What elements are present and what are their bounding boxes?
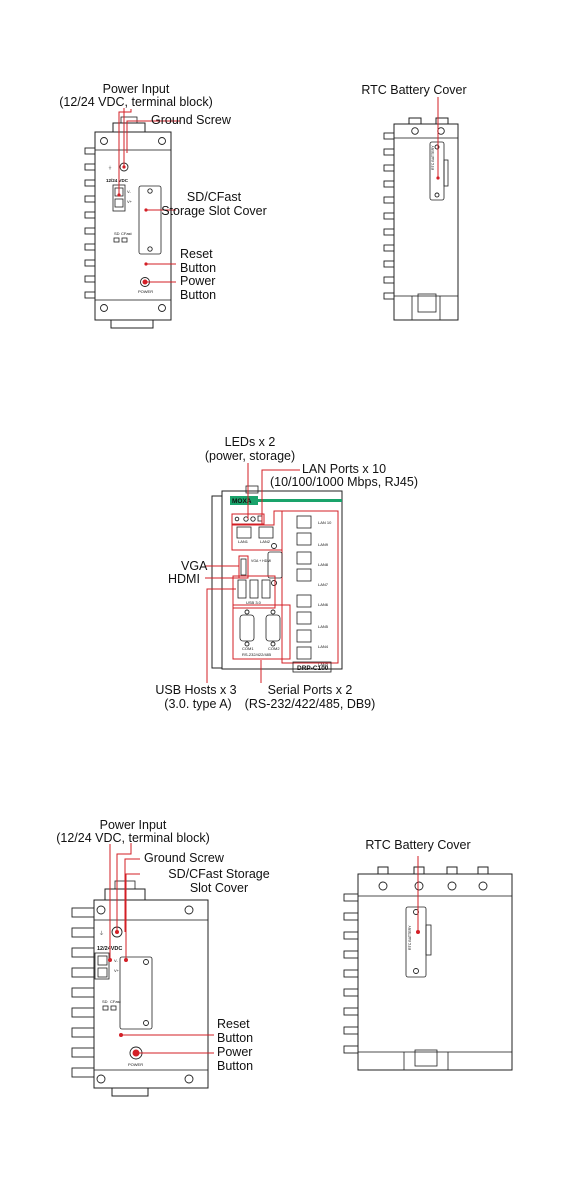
s1-rtc-battery-text: RTC BATTERY (431, 145, 435, 170)
s2-lan-l2: (10/100/1000 Mbps, RJ45) (270, 475, 418, 489)
s1-vdc-label: 12/24 VDC (106, 178, 129, 183)
s2-vga-hdmi: VGA + HDMI (251, 559, 271, 563)
s1-cfast-text: CFast (121, 231, 133, 236)
s3-front-leaders (109, 843, 214, 1054)
usb-port (237, 579, 247, 599)
s3-sd-l2: Slot Cover (190, 881, 248, 895)
s2-model: DRP-C100 (297, 665, 329, 672)
s1-ground-screw: Ground Screw (151, 113, 232, 127)
screw-icon (100, 137, 108, 145)
s2-brand: MOXA (232, 498, 252, 505)
s3-front-fins (71, 907, 95, 1078)
s1-side-fins (383, 132, 395, 300)
usb-port (249, 579, 259, 599)
s2-com1: COM1 (242, 646, 254, 651)
s3-ground-screw: Ground Screw (144, 851, 225, 865)
s3-sd-text: SD (102, 999, 108, 1004)
s2-lan-l1: LAN Ports x 10 (302, 462, 386, 476)
screw-icon (158, 137, 166, 145)
brand-stripe (258, 499, 342, 502)
s1-reset-l1: Reset (180, 247, 213, 261)
com2-port (265, 614, 281, 642)
s2-lan7: LAN7 (318, 582, 329, 587)
s1-power-input-l2: (12/24 VDC, terminal block) (59, 95, 213, 109)
s1-power-l2: Button (180, 288, 216, 302)
usb-port (261, 579, 271, 599)
s2-lan4: LAN4 (318, 644, 329, 649)
ground-symbol: ⏚ (99, 930, 104, 937)
s2-leaders (205, 463, 300, 683)
s2-lan10: LAN 10 (318, 520, 332, 525)
s3-front-device: ⏚ 12/24VDC V- V+ SD CFast POWER (71, 880, 209, 1097)
s3-reset-l2: Button (217, 1031, 253, 1045)
terminal-block (94, 952, 110, 980)
com-highlight (232, 604, 291, 660)
s2-com2: COM2 (268, 646, 280, 651)
s1-power-text: POWER (138, 289, 153, 294)
s2-lan9: LAN9 (318, 542, 329, 547)
s1-sd-text: SD (114, 231, 120, 236)
s2-serial-l2: (RS-232/422/485, DB9) (245, 697, 376, 711)
s3-power-l1: Power (217, 1045, 252, 1059)
s3-rtc-label: RTC Battery Cover (365, 838, 470, 852)
s2-lan8: LAN8 (318, 562, 329, 567)
usb-highlight (232, 575, 276, 609)
s1-rtc-label: RTC Battery Cover (361, 83, 466, 97)
sd-slot-cover (138, 185, 162, 255)
model-plate (292, 661, 332, 673)
s3-vminus: V- (114, 958, 118, 963)
moxa-logo (230, 496, 258, 505)
s2-usb-l1: USB Hosts x 3 (155, 683, 236, 697)
s3-reset-l1: Reset (217, 1017, 250, 1031)
s2-lan3: LAN3 (318, 662, 329, 667)
s3-vplus: V+ (114, 968, 120, 973)
s2-lan1: LAN1 (238, 539, 249, 544)
s3-power-input-l2: (12/24 VDC, terminal block) (56, 831, 210, 845)
s2-lan5: LAN5 (318, 624, 329, 629)
s1-front-fins (84, 147, 96, 299)
sd-slot-cover (119, 956, 153, 1030)
s1-sd-l2: Storage Slot Cover (161, 204, 267, 218)
s1-power-l1: Power (180, 274, 215, 288)
s3-side-fins (343, 893, 359, 1054)
s1-power-input-l1: Power Input (103, 82, 170, 96)
s3-power-text: POWER (128, 1062, 143, 1067)
s1-front-labels: Power Input (12/24 VDC, terminal block) … (59, 82, 267, 302)
s3-front-labels: Power Input (12/24 VDC, terminal block) … (56, 818, 270, 1073)
lan-highlight (281, 510, 339, 664)
screw-icon (158, 304, 166, 312)
com1-port (239, 614, 255, 642)
s2-rs: RS-232/422/485 (242, 652, 272, 657)
s2-usb30: USB 3.0 (246, 600, 262, 605)
s1-front-leaders (118, 108, 180, 283)
s2-leds-l2: (power, storage) (205, 449, 295, 463)
s3-power-input-l1: Power Input (100, 818, 167, 832)
s3-rtc-battery-text: RTC BATTERY (408, 925, 412, 950)
s2-lan-column: LAN 10 LAN9 LAN8 LAN7 LAN6 LAN5 LAN4 LAN… (296, 515, 332, 667)
hdmi-port (238, 555, 249, 579)
s1-vplus: V+ (127, 199, 133, 204)
s2-leds-l1: LEDs x 2 (225, 435, 276, 449)
s2-usb-l2: (3.0. type A) (164, 697, 231, 711)
s2-lan6: LAN6 (318, 602, 329, 607)
s3-power-l2: Button (217, 1059, 253, 1073)
s3-sd-l1: SD/CFast Storage (168, 867, 269, 881)
s2-io-device: MOXA LAN1 LAN2 LAN 10 LAN9 LAN8 LAN7 LAN… (211, 485, 343, 673)
s3-cfast-text: CFast (110, 999, 122, 1004)
s2-vga: VGA (181, 559, 208, 573)
screw-icon (100, 304, 108, 312)
s2-labels: LEDs x 2 (power, storage) LAN Ports x 10… (155, 435, 418, 711)
s2-lan2: LAN2 (260, 539, 271, 544)
s3-side-device: RTC BATTERY (343, 866, 513, 1071)
s1-vminus: V- (127, 189, 131, 194)
s1-reset-l2: Button (180, 261, 216, 275)
s2-serial-l1: Serial Ports x 2 (268, 683, 353, 697)
s1-sd-l1: SD/CFast (187, 190, 242, 204)
led-power (234, 516, 240, 522)
s1-front-device: ⏚ 12/24 VDC V- V+ SD CFast POWER (84, 116, 172, 329)
s2-hdmi: HDMI (168, 572, 200, 586)
s1-side-device: RTC BATTERY (383, 117, 459, 321)
ground-symbol: ⏚ (108, 164, 112, 170)
